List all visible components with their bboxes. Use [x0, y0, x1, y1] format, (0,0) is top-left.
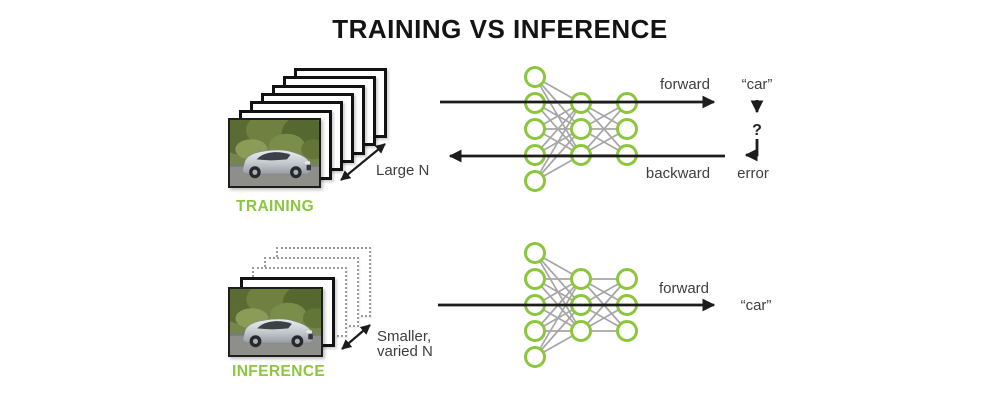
training-error-label: error — [737, 165, 769, 182]
training-neural-network — [524, 66, 638, 192]
neuron-node — [524, 118, 546, 140]
car-image — [228, 118, 321, 188]
neuron-node — [524, 144, 546, 166]
neuron-node — [616, 268, 638, 290]
connection-wire — [534, 278, 582, 358]
neuron-node — [616, 144, 638, 166]
car-photo-illustration — [230, 120, 319, 186]
neuron-node — [570, 320, 592, 342]
question-mark-label: ? — [752, 122, 762, 139]
neuron-node — [524, 320, 546, 342]
inference-section-label: INFERENCE — [232, 363, 326, 380]
car-photo-illustration — [230, 289, 321, 355]
neuron-node — [570, 144, 592, 166]
neuron-node — [570, 118, 592, 140]
neuron-node — [524, 242, 546, 264]
neuron-node — [524, 268, 546, 290]
inference-neural-network — [524, 242, 638, 368]
connection-wire — [534, 102, 582, 182]
car-image — [228, 287, 323, 357]
neuron-node — [570, 92, 592, 114]
connection-wire — [534, 304, 582, 358]
neuron-node — [570, 268, 592, 290]
neuron-node — [524, 294, 546, 316]
neuron-node — [524, 92, 546, 114]
inference-batch-size-label-line1: Smaller, — [377, 328, 432, 345]
neuron-node — [570, 294, 592, 316]
error-corner-arrow — [744, 139, 759, 162]
training-forward-label: forward — [659, 76, 711, 93]
neuron-node — [524, 66, 546, 88]
training-backward-label: backward — [645, 165, 711, 182]
neuron-node — [524, 346, 546, 368]
training-batch-size-label: Large N — [376, 162, 430, 179]
neuron-node — [616, 320, 638, 342]
inference-prediction-label: “car” — [740, 297, 772, 314]
connection-wire — [534, 102, 582, 156]
connection-wire — [580, 102, 628, 156]
training-section-label: TRAINING — [236, 198, 315, 215]
neuron-node — [616, 118, 638, 140]
page-title: TRAINING VS INFERENCE — [332, 14, 668, 44]
inference-batch-size-label-line2: varied N — [377, 343, 433, 360]
inference-forward-label: forward — [658, 280, 710, 297]
training-prediction-label: “car” — [741, 76, 773, 93]
neuron-node — [616, 92, 638, 114]
neuron-node — [616, 294, 638, 316]
training-image-stack — [228, 68, 388, 190]
inference-image-stack — [228, 247, 372, 358]
neuron-node — [524, 170, 546, 192]
